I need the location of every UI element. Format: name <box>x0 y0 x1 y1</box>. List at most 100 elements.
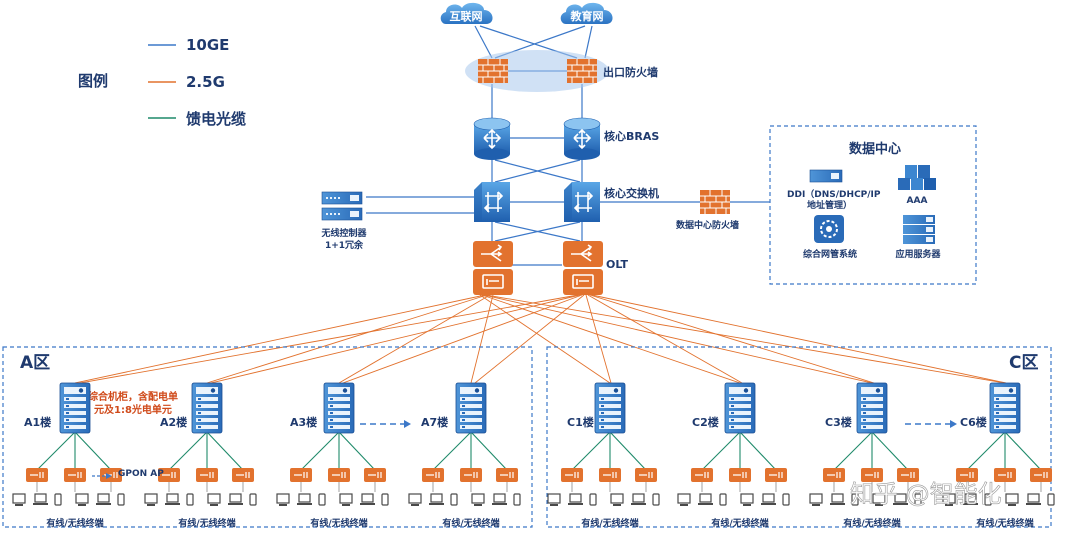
building-rack-icon <box>191 382 223 434</box>
laptop-icon <box>829 493 846 506</box>
laptop-icon <box>164 493 181 506</box>
olt-right-icon <box>562 240 604 296</box>
phone-icon <box>450 493 458 506</box>
pc-icon <box>144 493 158 507</box>
pc-icon <box>677 493 691 507</box>
pc-icon <box>75 493 89 507</box>
gpon-ap-icon <box>25 467 49 483</box>
gpon-ap-icon <box>363 467 387 483</box>
watermark: 知乎 @智能化 <box>850 480 1002 508</box>
gpon-ap-icon <box>560 467 584 483</box>
wireless-controller-redundancy-label: 1+1冗余 <box>325 239 364 251</box>
terminal-label-c2: 有线/无线终端 <box>711 517 768 529</box>
gpon-ap-icon <box>1029 467 1053 483</box>
gpon-ap-icon <box>690 467 714 483</box>
building-label-c2: C2楼 <box>692 415 719 429</box>
pc-icon <box>471 493 485 507</box>
laptop-icon <box>227 493 244 506</box>
wireless-controller-1-icon <box>321 191 363 205</box>
legend: 图例 10GE 2.5G 馈电光缆 <box>78 36 246 128</box>
phone-icon <box>719 493 727 506</box>
gpon-ap-icon <box>63 467 87 483</box>
building-a1 <box>12 382 125 507</box>
phone-icon <box>186 493 194 506</box>
zone-c-panel <box>546 346 1052 528</box>
laptop-icon <box>760 493 777 506</box>
building-rack-icon <box>455 382 487 434</box>
pc-icon <box>276 493 290 507</box>
legend-label-feeder-cable: 馈电光缆 <box>185 110 246 128</box>
links-10ge <box>366 25 770 266</box>
app-server-icon <box>903 215 935 244</box>
pc-icon <box>740 493 754 507</box>
laptop-icon <box>491 493 508 506</box>
gpon-ap-arrow-icon <box>106 473 112 479</box>
internet-cloud: 互联网 <box>440 2 493 25</box>
laptop-icon <box>32 493 49 506</box>
gpon-ap-icon <box>822 467 846 483</box>
phone-icon <box>513 493 521 506</box>
exit-firewall-left-icon <box>477 58 509 84</box>
gpon-ap-icon <box>231 467 255 483</box>
exit-firewall-label: 出口防火墙 <box>603 65 658 79</box>
pc-icon <box>12 493 26 507</box>
pc-icon <box>339 493 353 507</box>
aaa-label: AAA <box>907 196 928 206</box>
building-label-a7: A7楼 <box>421 415 448 429</box>
pc-icon <box>610 493 624 507</box>
ddi-server-icon <box>809 169 843 183</box>
building-rack-icon <box>856 382 888 434</box>
pc-icon <box>408 493 422 507</box>
phone-icon <box>54 493 62 506</box>
cabinet-note: 综合机柜，含配电单 <box>88 390 178 403</box>
olt-left-icon <box>472 240 514 296</box>
phone-icon <box>1047 493 1055 506</box>
building-rack-icon <box>594 382 626 434</box>
education-network-cloud: 教育网 <box>560 2 613 25</box>
aaa-server-cluster-icon <box>898 165 936 190</box>
gpon-ap-icon <box>195 467 219 483</box>
cloud-label-education-network: 教育网 <box>570 9 604 23</box>
laptop-icon <box>1025 493 1042 506</box>
wireless-controller-label: 无线控制器 <box>320 227 367 239</box>
wireless-controller-2-icon <box>321 207 363 221</box>
building-a3 <box>276 382 389 507</box>
cloud-label-internet: 互联网 <box>450 9 483 23</box>
building-a2 <box>144 382 257 507</box>
core-bras-label: 核心BRAS <box>604 129 659 143</box>
gpon-ap-label: GPON AP <box>118 469 164 479</box>
legend-label-2-5g: 2.5G <box>186 73 225 91</box>
ddi-label-line2: 地址管理） <box>807 199 852 211</box>
terminal-label-a1: 有线/无线终端 <box>46 517 103 529</box>
phone-icon <box>589 493 597 506</box>
laptop-icon <box>567 493 584 506</box>
phone-icon <box>249 493 257 506</box>
building-c3 <box>809 382 922 507</box>
pc-icon <box>809 493 823 507</box>
laptop-icon <box>359 493 376 506</box>
datacenter-firewall-icon <box>699 189 731 215</box>
terminal-label-a7: 有线/无线终端 <box>442 517 499 529</box>
building-rack-icon <box>989 382 1021 434</box>
zone-a-title: A区 <box>20 353 50 373</box>
buildings-layer <box>12 382 1055 507</box>
phone-icon <box>652 493 660 506</box>
building-label-a2: A2楼 <box>160 415 187 429</box>
core-switch-left-icon <box>473 181 511 223</box>
nms-label: 综合网管系统 <box>803 248 857 260</box>
olt-label: OLT <box>606 258 629 271</box>
laptop-icon <box>296 493 313 506</box>
building-label-a3: A3楼 <box>290 415 317 429</box>
phone-icon <box>782 493 790 506</box>
cabinet-note-line2: 元及1:8光电单元 <box>94 403 172 416</box>
gpon-ap-icon <box>764 467 788 483</box>
terminal-label-c1: 有线/无线终端 <box>581 517 638 529</box>
app-server-label: 应用服务器 <box>895 248 941 260</box>
core-bras-right-icon <box>563 117 601 161</box>
building-a7 <box>408 382 521 507</box>
building-label-c1: C1楼 <box>567 415 594 429</box>
gpon-ap-icon <box>289 467 313 483</box>
building-rack-icon <box>323 382 355 434</box>
